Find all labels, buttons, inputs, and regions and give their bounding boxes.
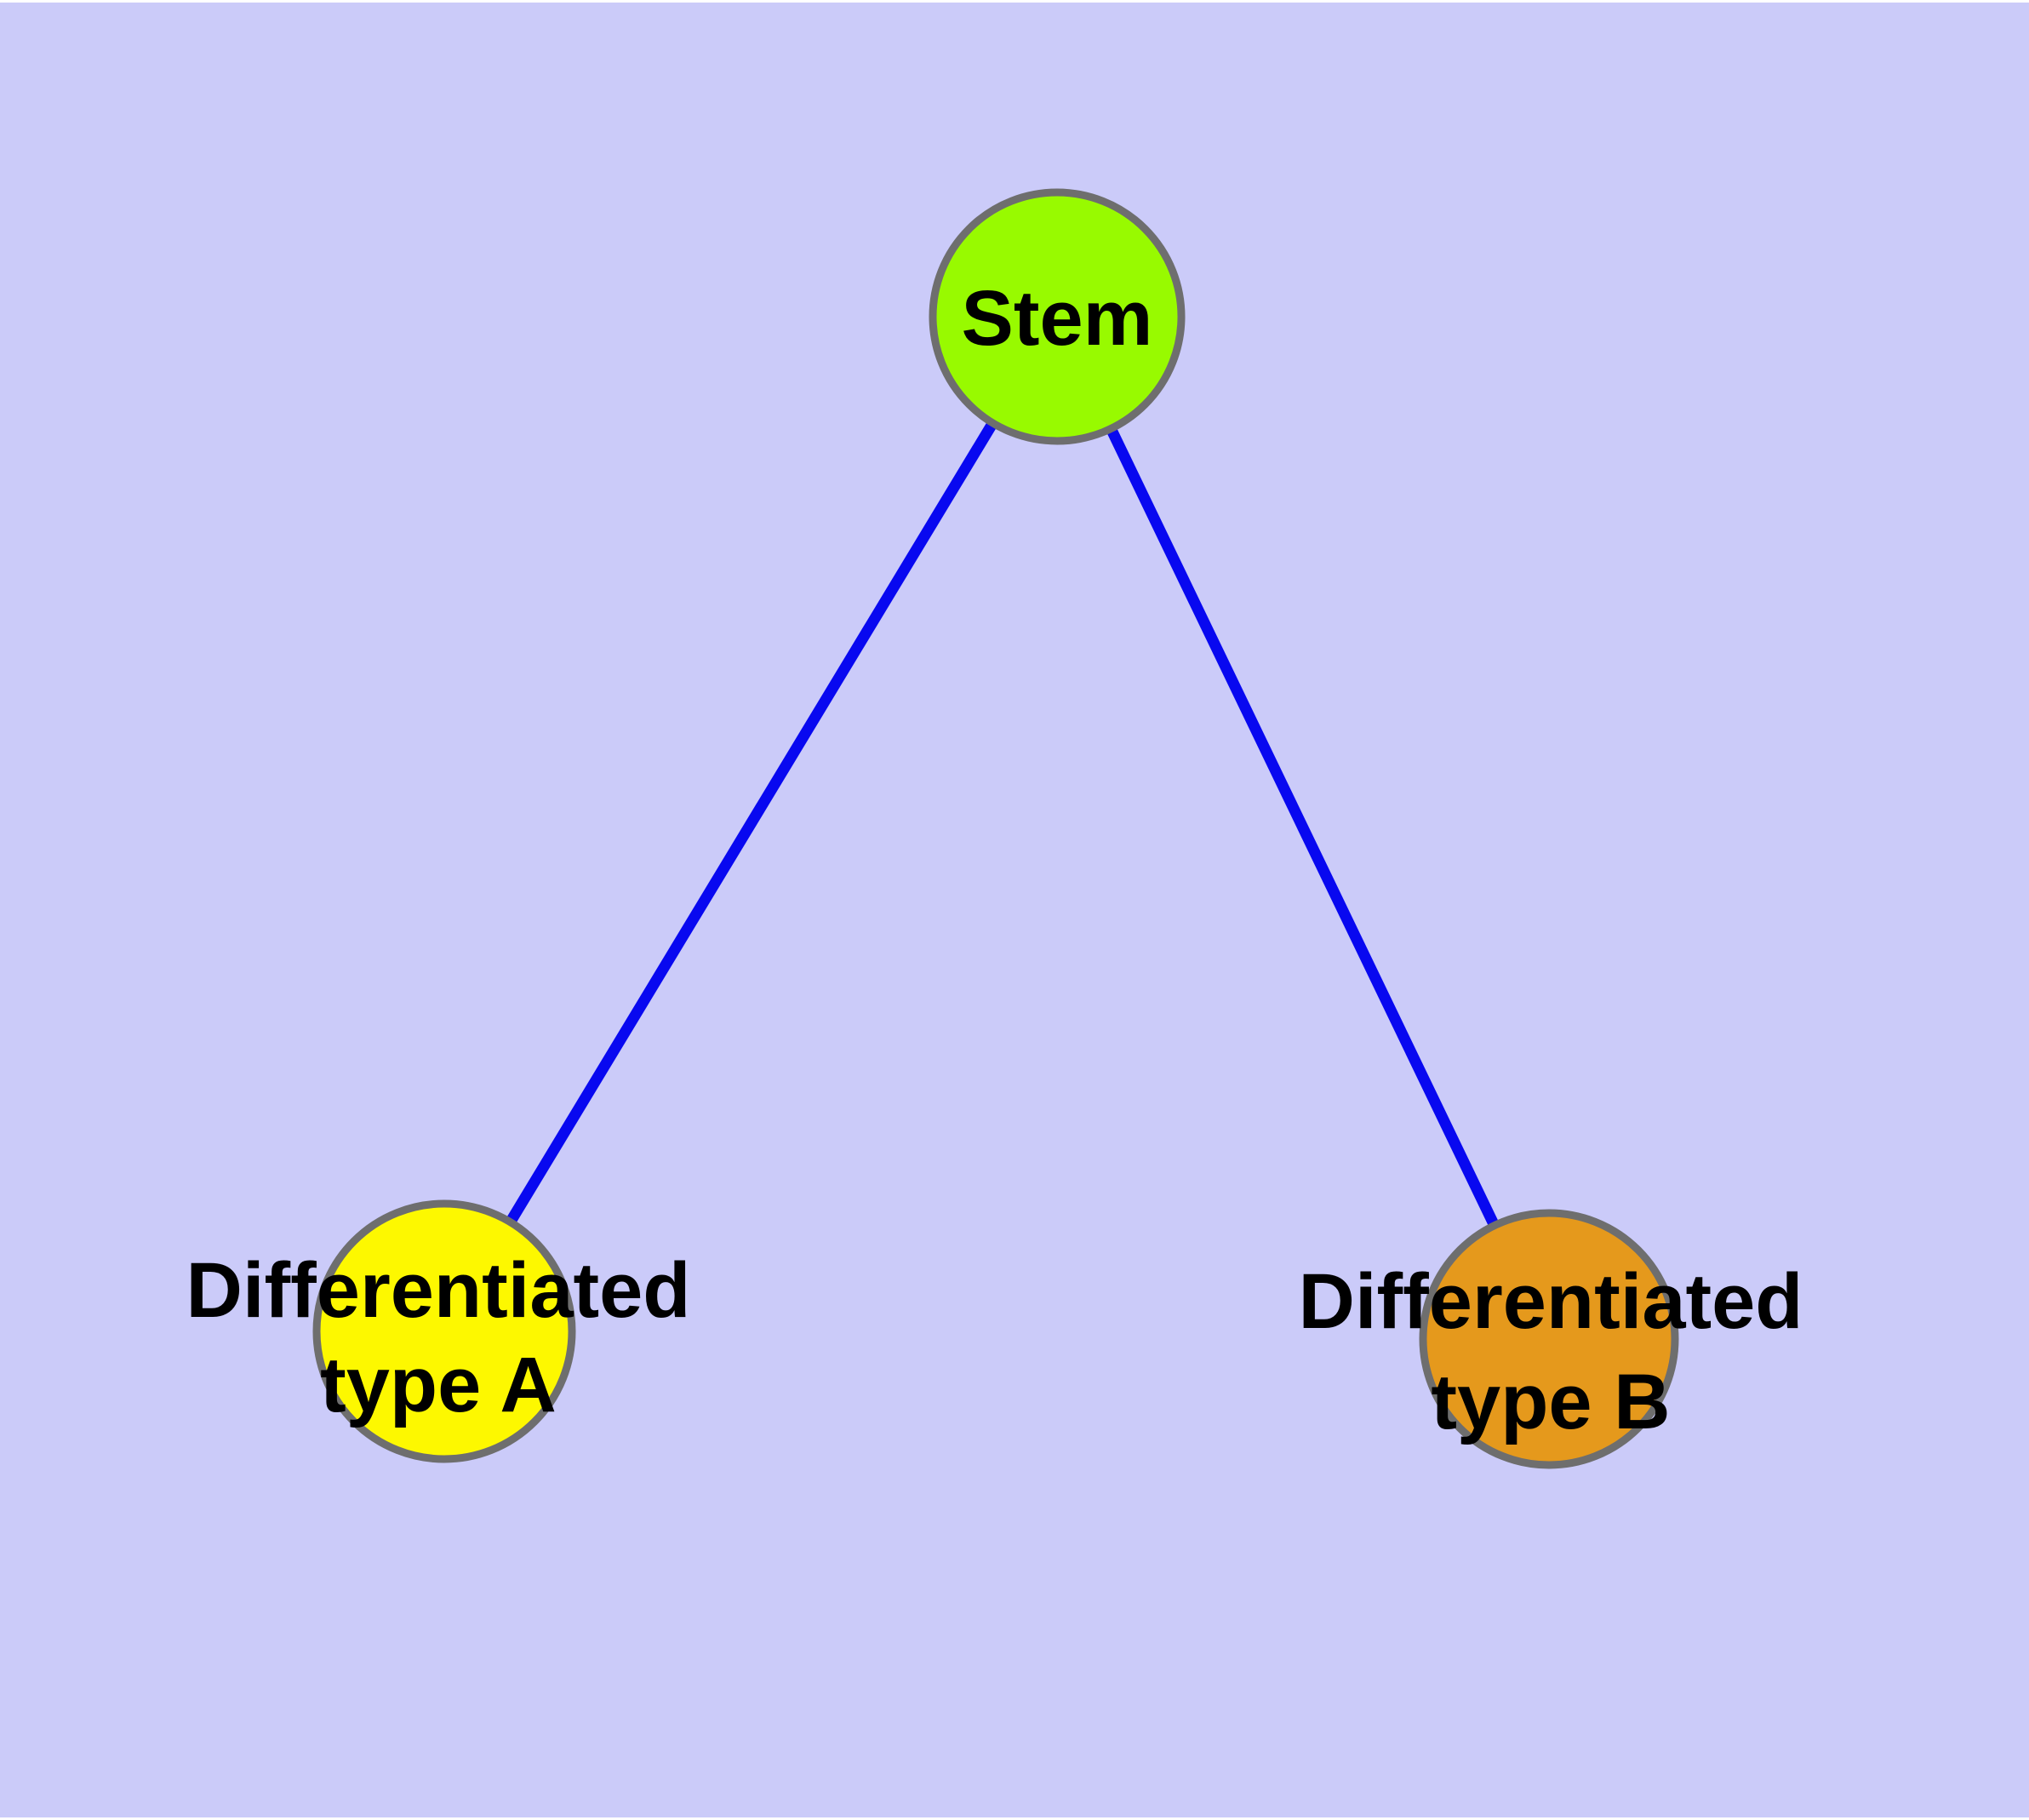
node-type-b-label-line2: type B (1431, 1359, 1670, 1445)
node-stem-label: Stem (962, 275, 1153, 362)
edge-stem-to-type-a (439, 313, 1062, 1335)
node-type-b-circle (1419, 1209, 1679, 1469)
node-differentiated-type-a[interactable]: Differentiated type A (186, 1199, 691, 1463)
node-type-a-label-line2: type A (320, 1342, 557, 1428)
edge-stem-to-type-b (1052, 314, 1554, 1342)
node-type-a-label-line1: Differentiated (186, 1247, 691, 1334)
node-stem-circle (929, 188, 1186, 445)
node-differentiated-type-b[interactable]: Differentiated type B (1299, 1209, 1803, 1469)
node-type-b-label-line1: Differentiated (1299, 1258, 1803, 1345)
node-stem[interactable]: Stem (929, 188, 1186, 445)
node-type-a-circle (312, 1199, 576, 1463)
